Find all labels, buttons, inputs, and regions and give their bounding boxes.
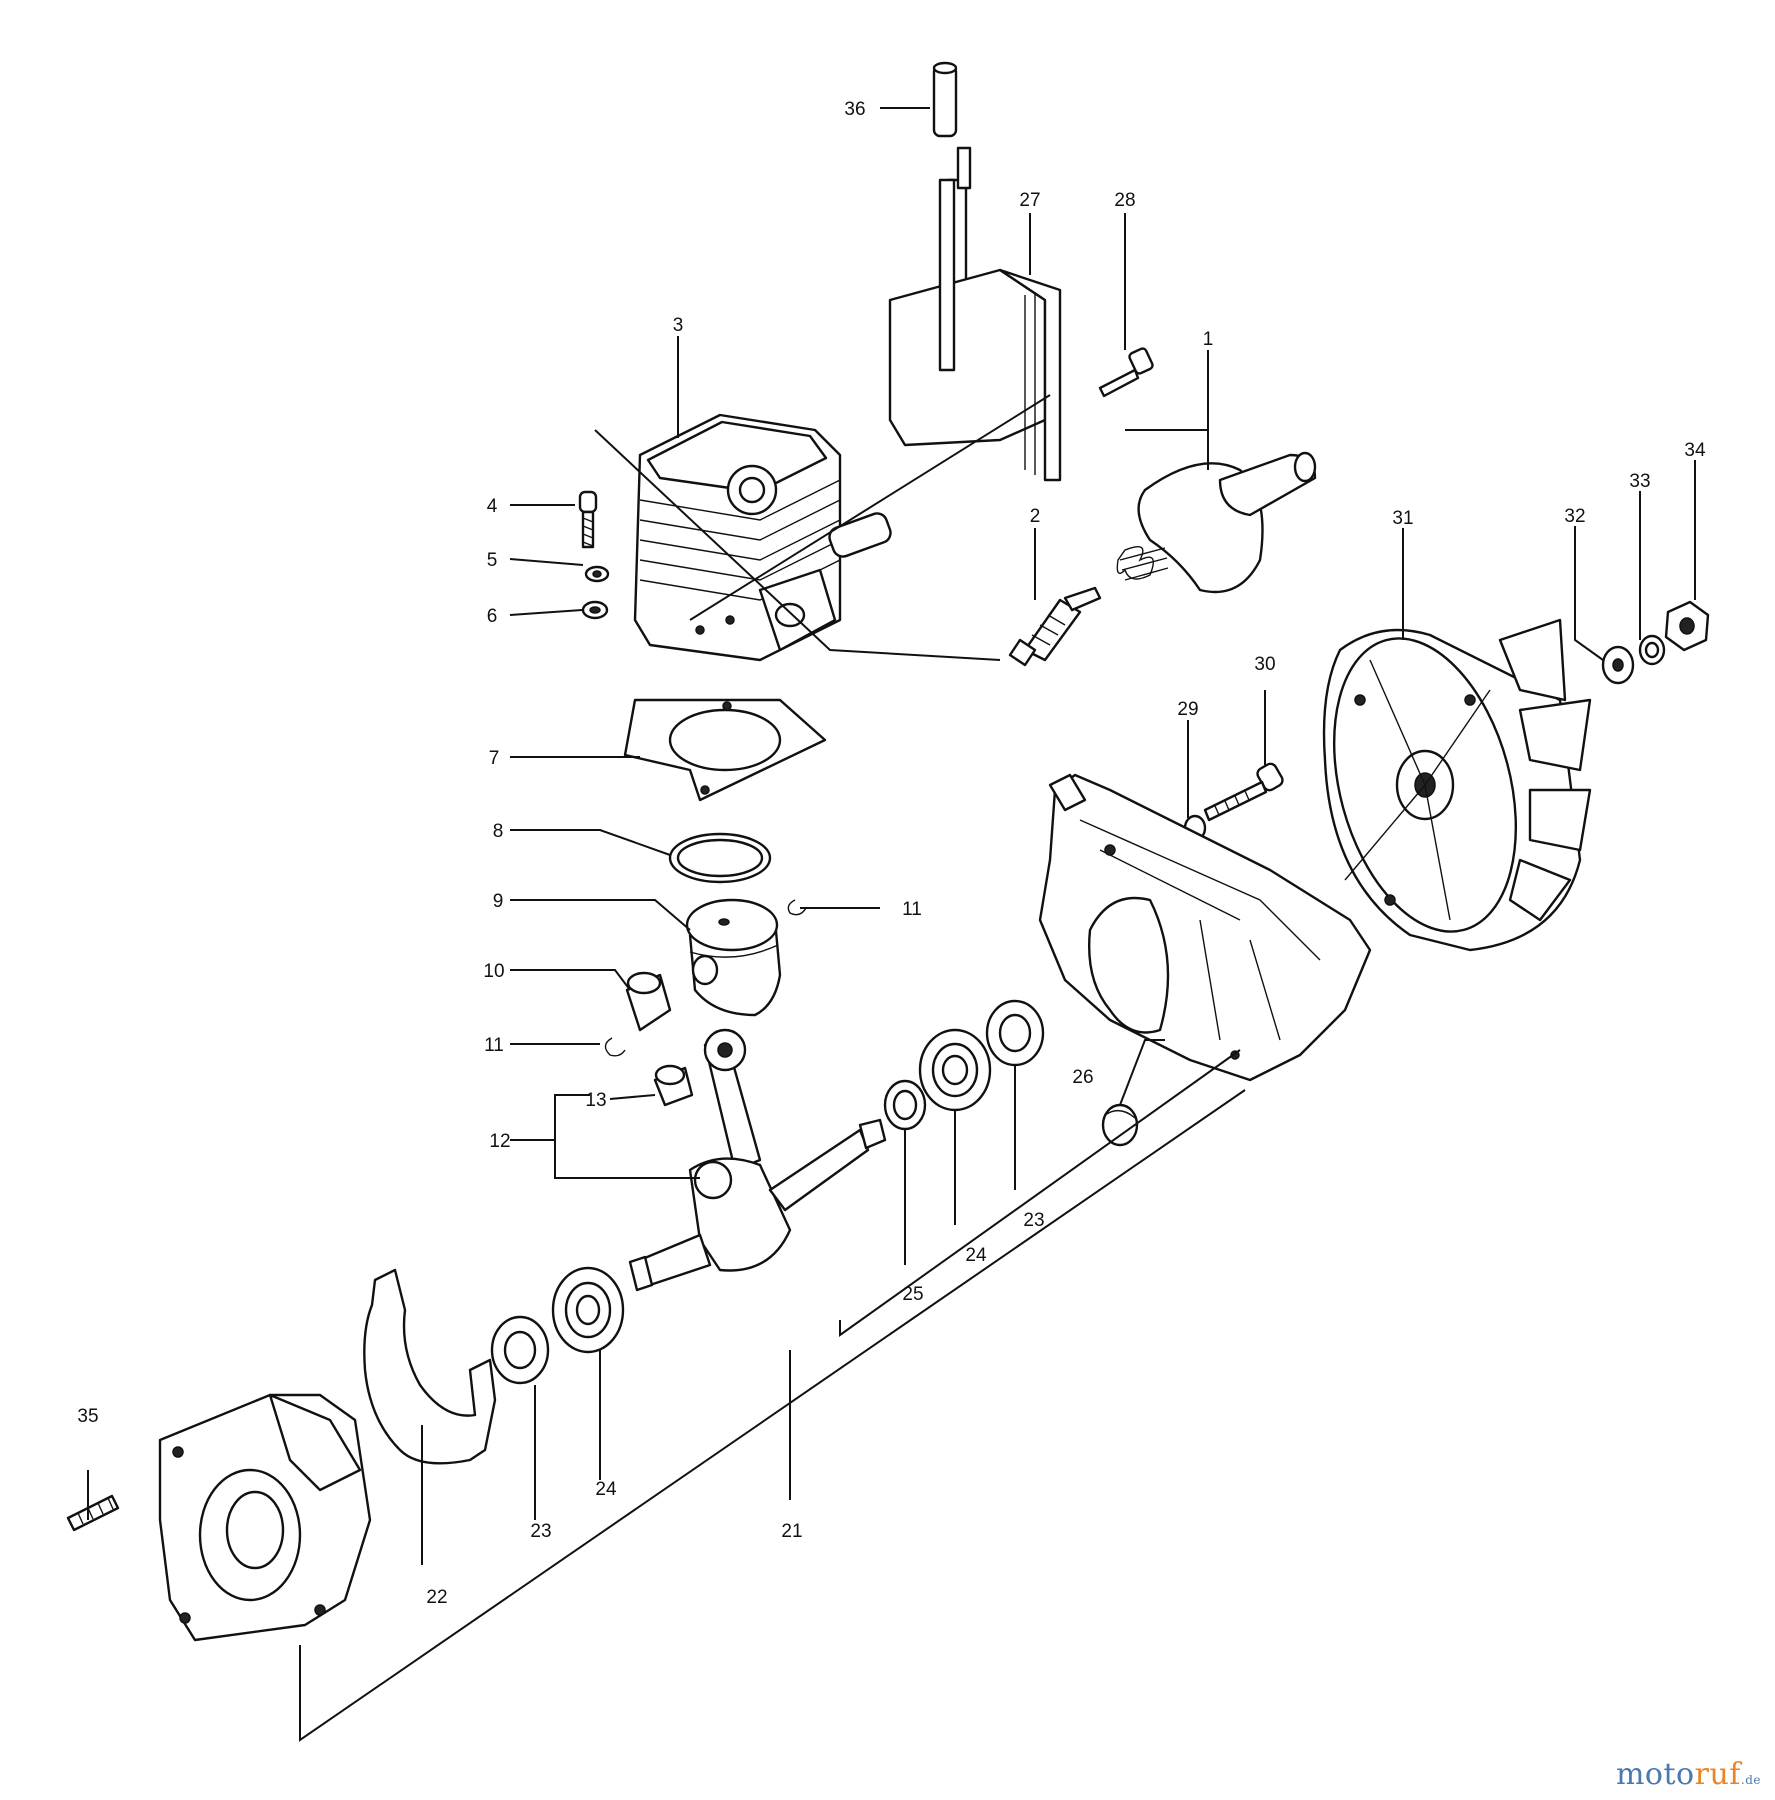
part-30-screw bbox=[1203, 762, 1284, 822]
callout-8: 8 bbox=[493, 821, 504, 842]
part-33-lock-washer bbox=[1638, 634, 1666, 666]
callout-22: 22 bbox=[426, 1587, 447, 1608]
callout-32: 32 bbox=[1564, 506, 1585, 527]
callout-13: 13 bbox=[585, 1090, 606, 1111]
callout-12: 12 bbox=[489, 1131, 510, 1152]
part-11-circlip bbox=[787, 899, 807, 916]
part-1-plug-cap bbox=[1116, 451, 1317, 594]
part-36-pin bbox=[932, 61, 958, 138]
callout-34: 34 bbox=[1684, 440, 1706, 461]
callout-24-lower: 24 bbox=[595, 1479, 617, 1500]
callouts: 36 27 28 3 1 4 5 6 2 34 33 32 31 30 29 7… bbox=[77, 99, 1706, 1608]
part-21-crankcase-right bbox=[1038, 773, 1372, 1082]
part-4-bolt bbox=[578, 490, 598, 549]
callout-30: 30 bbox=[1254, 654, 1275, 675]
part-9-piston bbox=[685, 898, 782, 1017]
callout-35: 35 bbox=[77, 1406, 98, 1427]
callout-24-upper: 24 bbox=[965, 1245, 987, 1266]
part-23-bearing-upper bbox=[985, 999, 1045, 1067]
callout-31: 31 bbox=[1392, 508, 1413, 529]
part-25-seal bbox=[883, 1079, 927, 1131]
part-24-bearing-upper bbox=[918, 1028, 992, 1112]
callout-1: 1 bbox=[1203, 329, 1214, 350]
part-27-housing bbox=[888, 146, 1062, 482]
part-6-washer bbox=[581, 600, 609, 620]
part-13-needle-bearing bbox=[653, 1064, 694, 1107]
part-22-gasket bbox=[363, 1268, 497, 1465]
part-2-spark-plug bbox=[1008, 586, 1102, 667]
callout-2: 2 bbox=[1030, 506, 1041, 527]
part-26-cap bbox=[1101, 1103, 1139, 1147]
part-31-flywheel bbox=[1322, 618, 1592, 952]
callout-33: 33 bbox=[1629, 471, 1650, 492]
part-10-piston-pin bbox=[625, 971, 672, 1032]
part-32-washer bbox=[1601, 645, 1635, 685]
part-5-washer bbox=[584, 565, 610, 583]
part-12-crankshaft bbox=[628, 1028, 887, 1292]
callout-11-lower: 11 bbox=[484, 1035, 504, 1056]
callout-7: 7 bbox=[489, 748, 500, 769]
part-7-gasket bbox=[623, 698, 827, 802]
callout-29: 29 bbox=[1177, 699, 1198, 720]
callout-3: 3 bbox=[673, 315, 684, 336]
watermark-part1: moto bbox=[1615, 1757, 1695, 1792]
callout-21: 21 bbox=[781, 1521, 802, 1542]
callout-36: 36 bbox=[844, 99, 865, 120]
part-35-stud bbox=[66, 1494, 120, 1532]
callout-11-upper: 11 bbox=[902, 899, 922, 920]
part-23-bearing-lower bbox=[490, 1315, 550, 1385]
callout-10: 10 bbox=[483, 961, 504, 982]
callout-26: 26 bbox=[1072, 1067, 1093, 1088]
callout-25: 25 bbox=[902, 1284, 923, 1305]
callout-27: 27 bbox=[1019, 190, 1040, 211]
part-11-circlip-lower bbox=[604, 1037, 626, 1057]
part-28-screw bbox=[1098, 347, 1154, 398]
callout-5: 5 bbox=[487, 550, 498, 571]
callout-9: 9 bbox=[493, 891, 504, 912]
watermark-part2: ruf bbox=[1694, 1757, 1741, 1792]
callout-4: 4 bbox=[487, 496, 498, 517]
watermark-part3: .de bbox=[1740, 1773, 1761, 1787]
part-3-cylinder bbox=[633, 413, 892, 662]
part-34-nut bbox=[1664, 600, 1710, 652]
callout-23-lower: 23 bbox=[530, 1521, 551, 1542]
callout-28: 28 bbox=[1114, 190, 1135, 211]
callout-6: 6 bbox=[487, 606, 498, 627]
part-8-piston-ring bbox=[668, 832, 772, 884]
watermark-logo: motoruf.de bbox=[1616, 1757, 1761, 1792]
part-21-crankcase-left bbox=[158, 1393, 372, 1642]
leader-lines bbox=[87, 107, 1696, 1742]
callout-23-upper: 23 bbox=[1023, 1210, 1044, 1231]
part-24-bearing-lower bbox=[551, 1266, 625, 1354]
